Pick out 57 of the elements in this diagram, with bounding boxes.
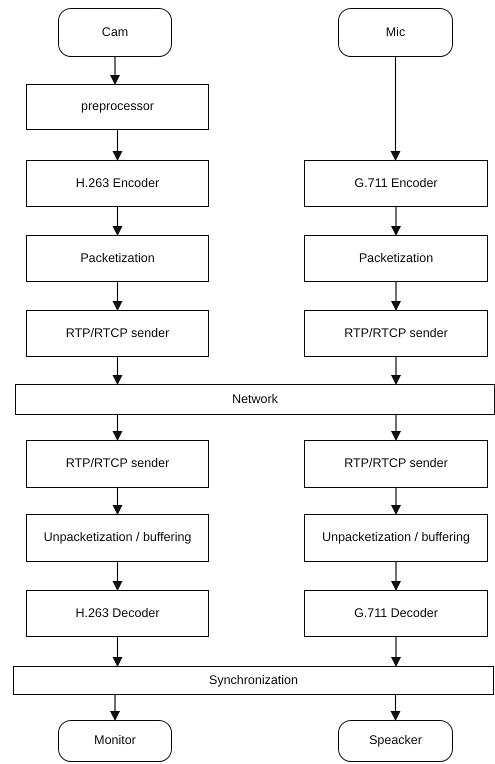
arrow	[391, 488, 401, 515]
process-box	[26, 235, 209, 282]
node-label: RTP/RTCP sender	[344, 456, 448, 472]
node-label: Cam	[102, 24, 128, 40]
arrow	[112, 488, 122, 515]
node-label: G.711 Encoder	[354, 176, 438, 192]
arrow	[110, 695, 120, 721]
node-label: Mic	[386, 24, 406, 40]
node-label: RTP/RTCP sender	[344, 326, 448, 342]
bar-box	[15, 384, 495, 415]
process-box	[26, 590, 209, 637]
process-box	[304, 160, 488, 207]
node-label: preprocessor	[81, 99, 154, 115]
arrow	[391, 562, 401, 591]
node-label: H.263 Encoder	[76, 176, 160, 192]
node-label: Packetization	[80, 250, 155, 266]
process-box	[26, 84, 209, 130]
arrow	[110, 57, 120, 85]
node-label: RTP/RTCP sender	[66, 456, 170, 472]
node-label: Unpacketization / buffering	[322, 530, 470, 546]
node-label: Monitor	[94, 733, 136, 749]
process-box	[304, 440, 488, 488]
process-box	[304, 514, 488, 562]
arrow	[112, 357, 122, 385]
arrow	[112, 207, 122, 236]
arrow	[391, 282, 401, 311]
node-label: G.711 Decoder	[354, 606, 438, 622]
arrow	[391, 207, 401, 236]
node-label: Network	[232, 392, 278, 408]
process-box	[26, 440, 209, 488]
terminal-box	[58, 720, 172, 762]
node-label: Speacker	[369, 733, 422, 749]
bar-box	[13, 666, 494, 695]
process-box	[304, 310, 488, 357]
process-box	[26, 160, 209, 207]
arrow	[391, 637, 401, 667]
arrow	[391, 357, 401, 385]
node-label: Unpacketization / buffering	[44, 530, 192, 546]
terminal-box	[58, 8, 172, 57]
arrow	[112, 282, 122, 311]
arrow	[112, 415, 122, 441]
process-box	[304, 235, 488, 282]
process-box	[26, 310, 209, 357]
process-box	[26, 514, 209, 562]
node-label: Synchronization	[209, 672, 298, 688]
terminal-box	[338, 8, 453, 57]
arrow	[390, 57, 400, 161]
node-label: Packetization	[358, 250, 434, 266]
node-label: H.263 Decoder	[75, 606, 160, 622]
process-box	[304, 590, 488, 637]
node-label: RTP/RTCP sender	[66, 326, 170, 342]
arrow	[112, 130, 122, 161]
arrow	[112, 562, 122, 591]
terminal-box	[338, 720, 453, 762]
arrow	[391, 415, 401, 441]
arrow	[390, 695, 400, 721]
arrow	[112, 637, 122, 667]
